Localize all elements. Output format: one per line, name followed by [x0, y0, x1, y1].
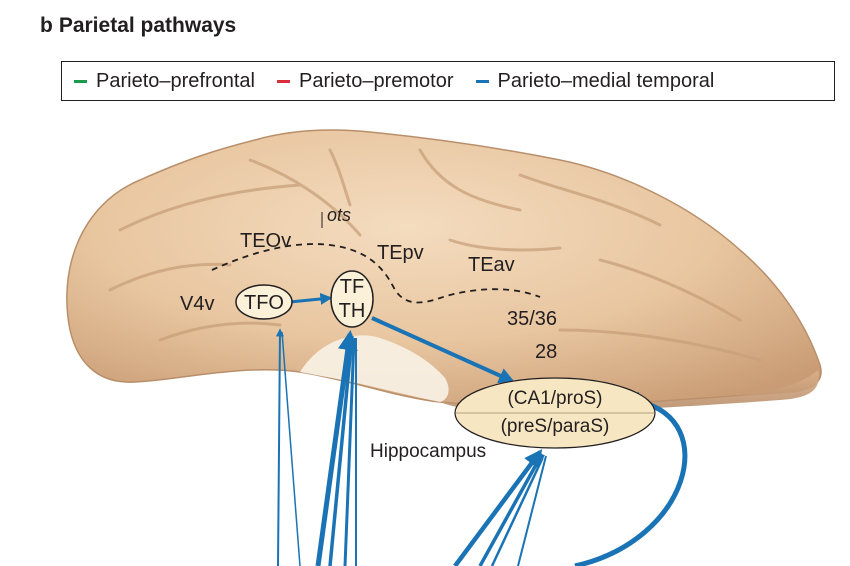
arrow-bottom-to-tfth-2	[328, 335, 354, 566]
cut-surface	[300, 335, 449, 402]
title-text: Parietal pathways	[58, 14, 237, 37]
arrow-tfth-to-hippocampus	[371, 316, 515, 384]
arrow-curve-to-ca1	[574, 391, 688, 566]
gyri-folds	[108, 148, 762, 362]
legend-swatch-red	[276, 79, 290, 83]
arrow-bottom-to-hippocampus-1	[453, 449, 543, 566]
label-pres-paras: (preS/paraS)	[501, 416, 610, 437]
label-28: 28	[535, 341, 557, 363]
panel-letter: b	[40, 14, 53, 37]
brain-underside	[440, 370, 819, 412]
legend-item-parieto-premotor: Parieto–premotor	[276, 69, 454, 93]
label-ca1-pros: (CA1/proS)	[507, 388, 602, 409]
legend-item-parieto-prefrontal: Parieto–prefrontal	[74, 70, 255, 93]
arrow-bottom-to-tfo-1	[275, 328, 284, 566]
arrow-bottom-to-hippocampus-3	[490, 454, 546, 566]
arrow-bottom-to-hippocampus-4	[517, 455, 547, 566]
arrow-bottom-to-tfth-3	[343, 337, 356, 566]
ots-boundary	[211, 243, 541, 304]
legend: Parieto–prefrontal Parieto–premotor Pari…	[61, 61, 835, 101]
pathway-arrows	[275, 292, 688, 566]
label-teov: TEOv	[240, 230, 291, 252]
legend-swatch-green	[74, 79, 87, 83]
label-tf: TF	[340, 276, 364, 298]
arrow-bottom-to-tfth-1	[315, 330, 358, 566]
label-v4v: V4v	[180, 293, 214, 315]
label-hippocampus: Hippocampus	[370, 441, 486, 462]
label-35-36: 35/36	[507, 308, 557, 330]
arrow-bottom-to-hippocampus-2	[478, 453, 544, 566]
label-ots: ots	[327, 205, 351, 225]
legend-label-parieto-premotor: Parieto–premotor	[298, 69, 454, 92]
node-tf-th	[330, 270, 374, 328]
arrow-bottom-to-hippocampus-dashed	[509, 455, 546, 566]
legend-swatch-blue	[475, 79, 489, 83]
legend-label-parieto-medial-temporal: Parieto–medial temporal	[497, 69, 715, 92]
label-tfo: TFO	[244, 292, 284, 314]
legend-item-parieto-medial-temporal: Parieto–medial temporal	[475, 69, 715, 93]
legend-label-parieto-prefrontal: Parieto–prefrontal	[96, 69, 255, 92]
label-th: TH	[339, 300, 366, 322]
arrow-tfo-to-tfth	[289, 292, 333, 305]
label-teav: TEav	[468, 254, 515, 276]
arrow-bottom-to-tfo-2	[281, 331, 301, 566]
label-tepv: TEpv	[377, 242, 424, 264]
node-tfo	[235, 284, 293, 320]
